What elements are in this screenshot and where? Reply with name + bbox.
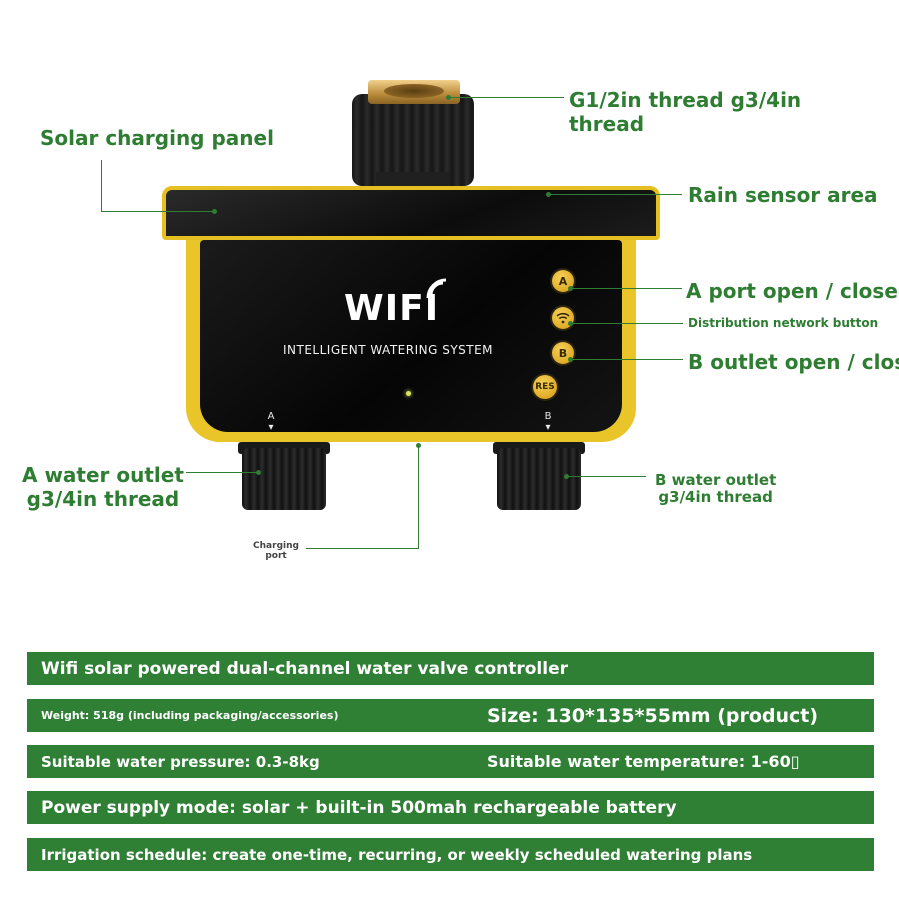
leader-line (418, 445, 419, 549)
callout-inlet-line1: G1/2in thread g3/4in (569, 88, 802, 112)
spec-title-bar: Wifi solar powered dual-channel water va… (27, 652, 874, 685)
leader-dot (568, 357, 573, 362)
callout-a-port: A port open / close (686, 279, 898, 303)
port-b-letter: B (544, 411, 552, 422)
arrow-down-icon: ▾ (545, 422, 551, 433)
callout-charging-line2: port (265, 551, 287, 561)
wifi-signal-icon (426, 278, 447, 299)
system-text: INTELLIGENT WATERING SYSTEM (283, 343, 494, 357)
leader-line (101, 211, 214, 212)
spec-pressure-temperature-bar: Suitable water pressure: 0.3-8kg Suitabl… (27, 745, 874, 778)
device-front-panel (200, 240, 622, 432)
leader-line (570, 359, 683, 360)
spec-weight-size-bar: Weight: 518g (including packaging/access… (27, 699, 874, 732)
port-a-letter: A (267, 411, 275, 422)
spec-weight: Weight: 518g (including packaging/access… (41, 709, 339, 722)
reset-button[interactable]: RES (533, 375, 557, 399)
callout-inlet-thread: G1/2in thread g3/4in thread (569, 88, 801, 136)
callout-charging-port: Charging port (248, 541, 304, 561)
port-a-label: A▾ (264, 411, 278, 433)
callout-inlet-line2: thread (569, 112, 645, 136)
callout-distribution-button: Distribution network button (688, 316, 879, 330)
brass-fitting-opening (384, 84, 444, 98)
spec-title: Wifi solar powered dual-channel water va… (41, 658, 568, 679)
leader-line (101, 160, 102, 212)
spec-schedule-bar: Irrigation schedule: create one-time, re… (27, 838, 874, 871)
leader-dot (446, 95, 451, 100)
status-led (406, 391, 411, 396)
leader-line (448, 97, 564, 98)
leader-line (570, 323, 683, 324)
port-b-label: B▾ (541, 411, 555, 433)
spec-pressure: Suitable water pressure: 0.3-8kg (41, 752, 320, 771)
leader-line (186, 472, 258, 473)
wifi-icon (556, 312, 570, 324)
inlet-connector (352, 94, 474, 186)
leader-dot (546, 192, 551, 197)
callout-a-water-outlet: A water outlet g3/4in thread (22, 463, 184, 511)
callout-b-outlet-line1: B water outlet (655, 471, 777, 489)
callout-b-outlet-line2: g3/4in thread (658, 488, 773, 506)
callout-rain-sensor: Rain sensor area (688, 183, 878, 207)
leader-dot (212, 209, 217, 214)
callout-solar-panel: Solar charging panel (40, 126, 274, 150)
leader-dot (256, 470, 261, 475)
callout-charging-line1: Charging (253, 541, 299, 551)
outlet-b (497, 448, 581, 510)
leader-dot (416, 443, 421, 448)
spec-power-bar: Power supply mode: solar + built-in 500m… (27, 791, 874, 824)
solar-panel (162, 186, 660, 240)
leader-line (548, 194, 682, 195)
leader-dot (564, 474, 569, 479)
callout-a-outlet-line2: g3/4in thread (26, 487, 180, 511)
callout-b-water-outlet: B water outlet g3/4in thread (655, 472, 776, 506)
callout-a-outlet-line1: A water outlet (22, 463, 184, 487)
spec-temperature: Suitable water temperature: 1-60▯ (487, 752, 800, 771)
leader-line (570, 288, 682, 289)
brand-text: WIFI (344, 288, 440, 329)
leader-dot (568, 286, 573, 291)
callout-b-outlet: B outlet open / close (688, 350, 899, 374)
leader-line (306, 548, 418, 549)
leader-line (566, 476, 646, 477)
spec-size: Size: 130*135*55mm (product) (487, 704, 819, 727)
spec-schedule: Irrigation schedule: create one-time, re… (41, 845, 753, 864)
arrow-down-icon: ▾ (268, 422, 274, 433)
leader-dot (568, 321, 573, 326)
spec-power: Power supply mode: solar + built-in 500m… (41, 797, 677, 818)
outlet-a (242, 448, 326, 510)
